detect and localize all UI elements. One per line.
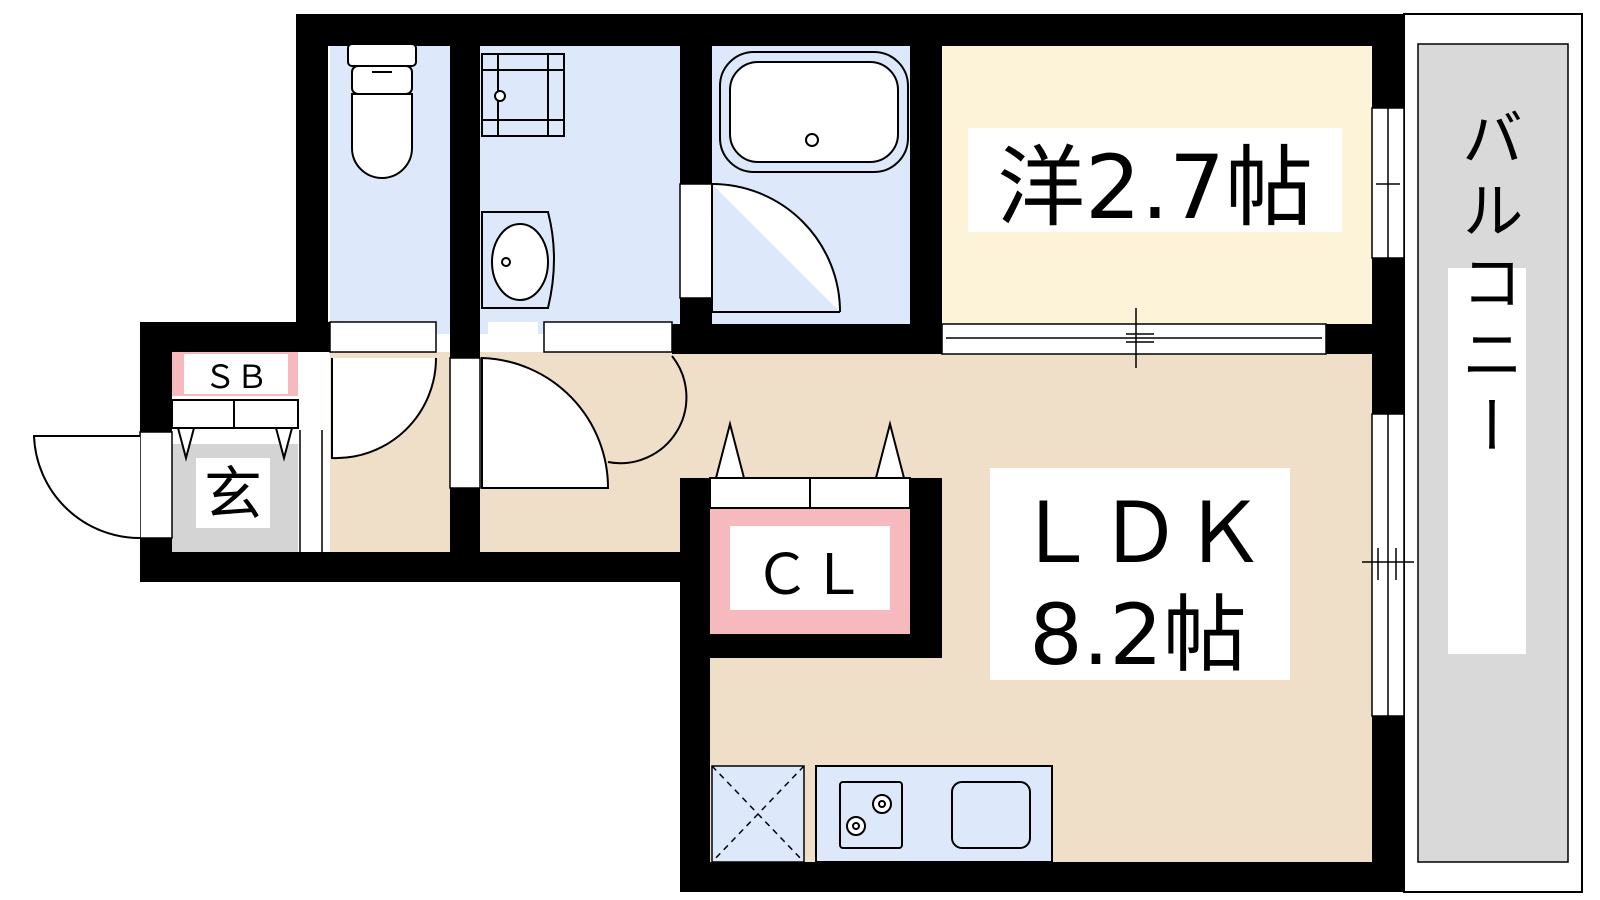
western-room-label: 洋2.7帖 xyxy=(997,136,1313,239)
washing-machine xyxy=(481,53,565,137)
ldk-label-bg xyxy=(990,468,1290,680)
door-openings xyxy=(32,107,1414,717)
shoe-box-label-bg xyxy=(184,354,288,394)
western-label-bg xyxy=(968,128,1342,232)
shoe-box-doors xyxy=(171,399,299,462)
walls xyxy=(140,14,1404,892)
balcony-label: バルコニー xyxy=(1451,106,1524,466)
shoe-box-label: ＳＢ xyxy=(204,358,268,396)
ldk-name-label: ＬＤＫ xyxy=(1014,484,1266,582)
kitchen-counter xyxy=(815,765,1053,863)
entrance-label-bg xyxy=(196,458,270,528)
wash-basin xyxy=(481,211,555,309)
closet-label-bg xyxy=(730,526,890,610)
bathtub xyxy=(719,51,909,173)
balcony-label-bg xyxy=(1448,268,1526,654)
closet-doors xyxy=(709,420,911,509)
refrigerator-space xyxy=(711,765,805,863)
entrance-label: 玄 xyxy=(204,460,262,528)
ldk-size-label: 8.2帖 xyxy=(1029,586,1247,684)
closet-label: ＣＬ xyxy=(754,543,866,608)
toilet-fixture xyxy=(347,43,417,179)
